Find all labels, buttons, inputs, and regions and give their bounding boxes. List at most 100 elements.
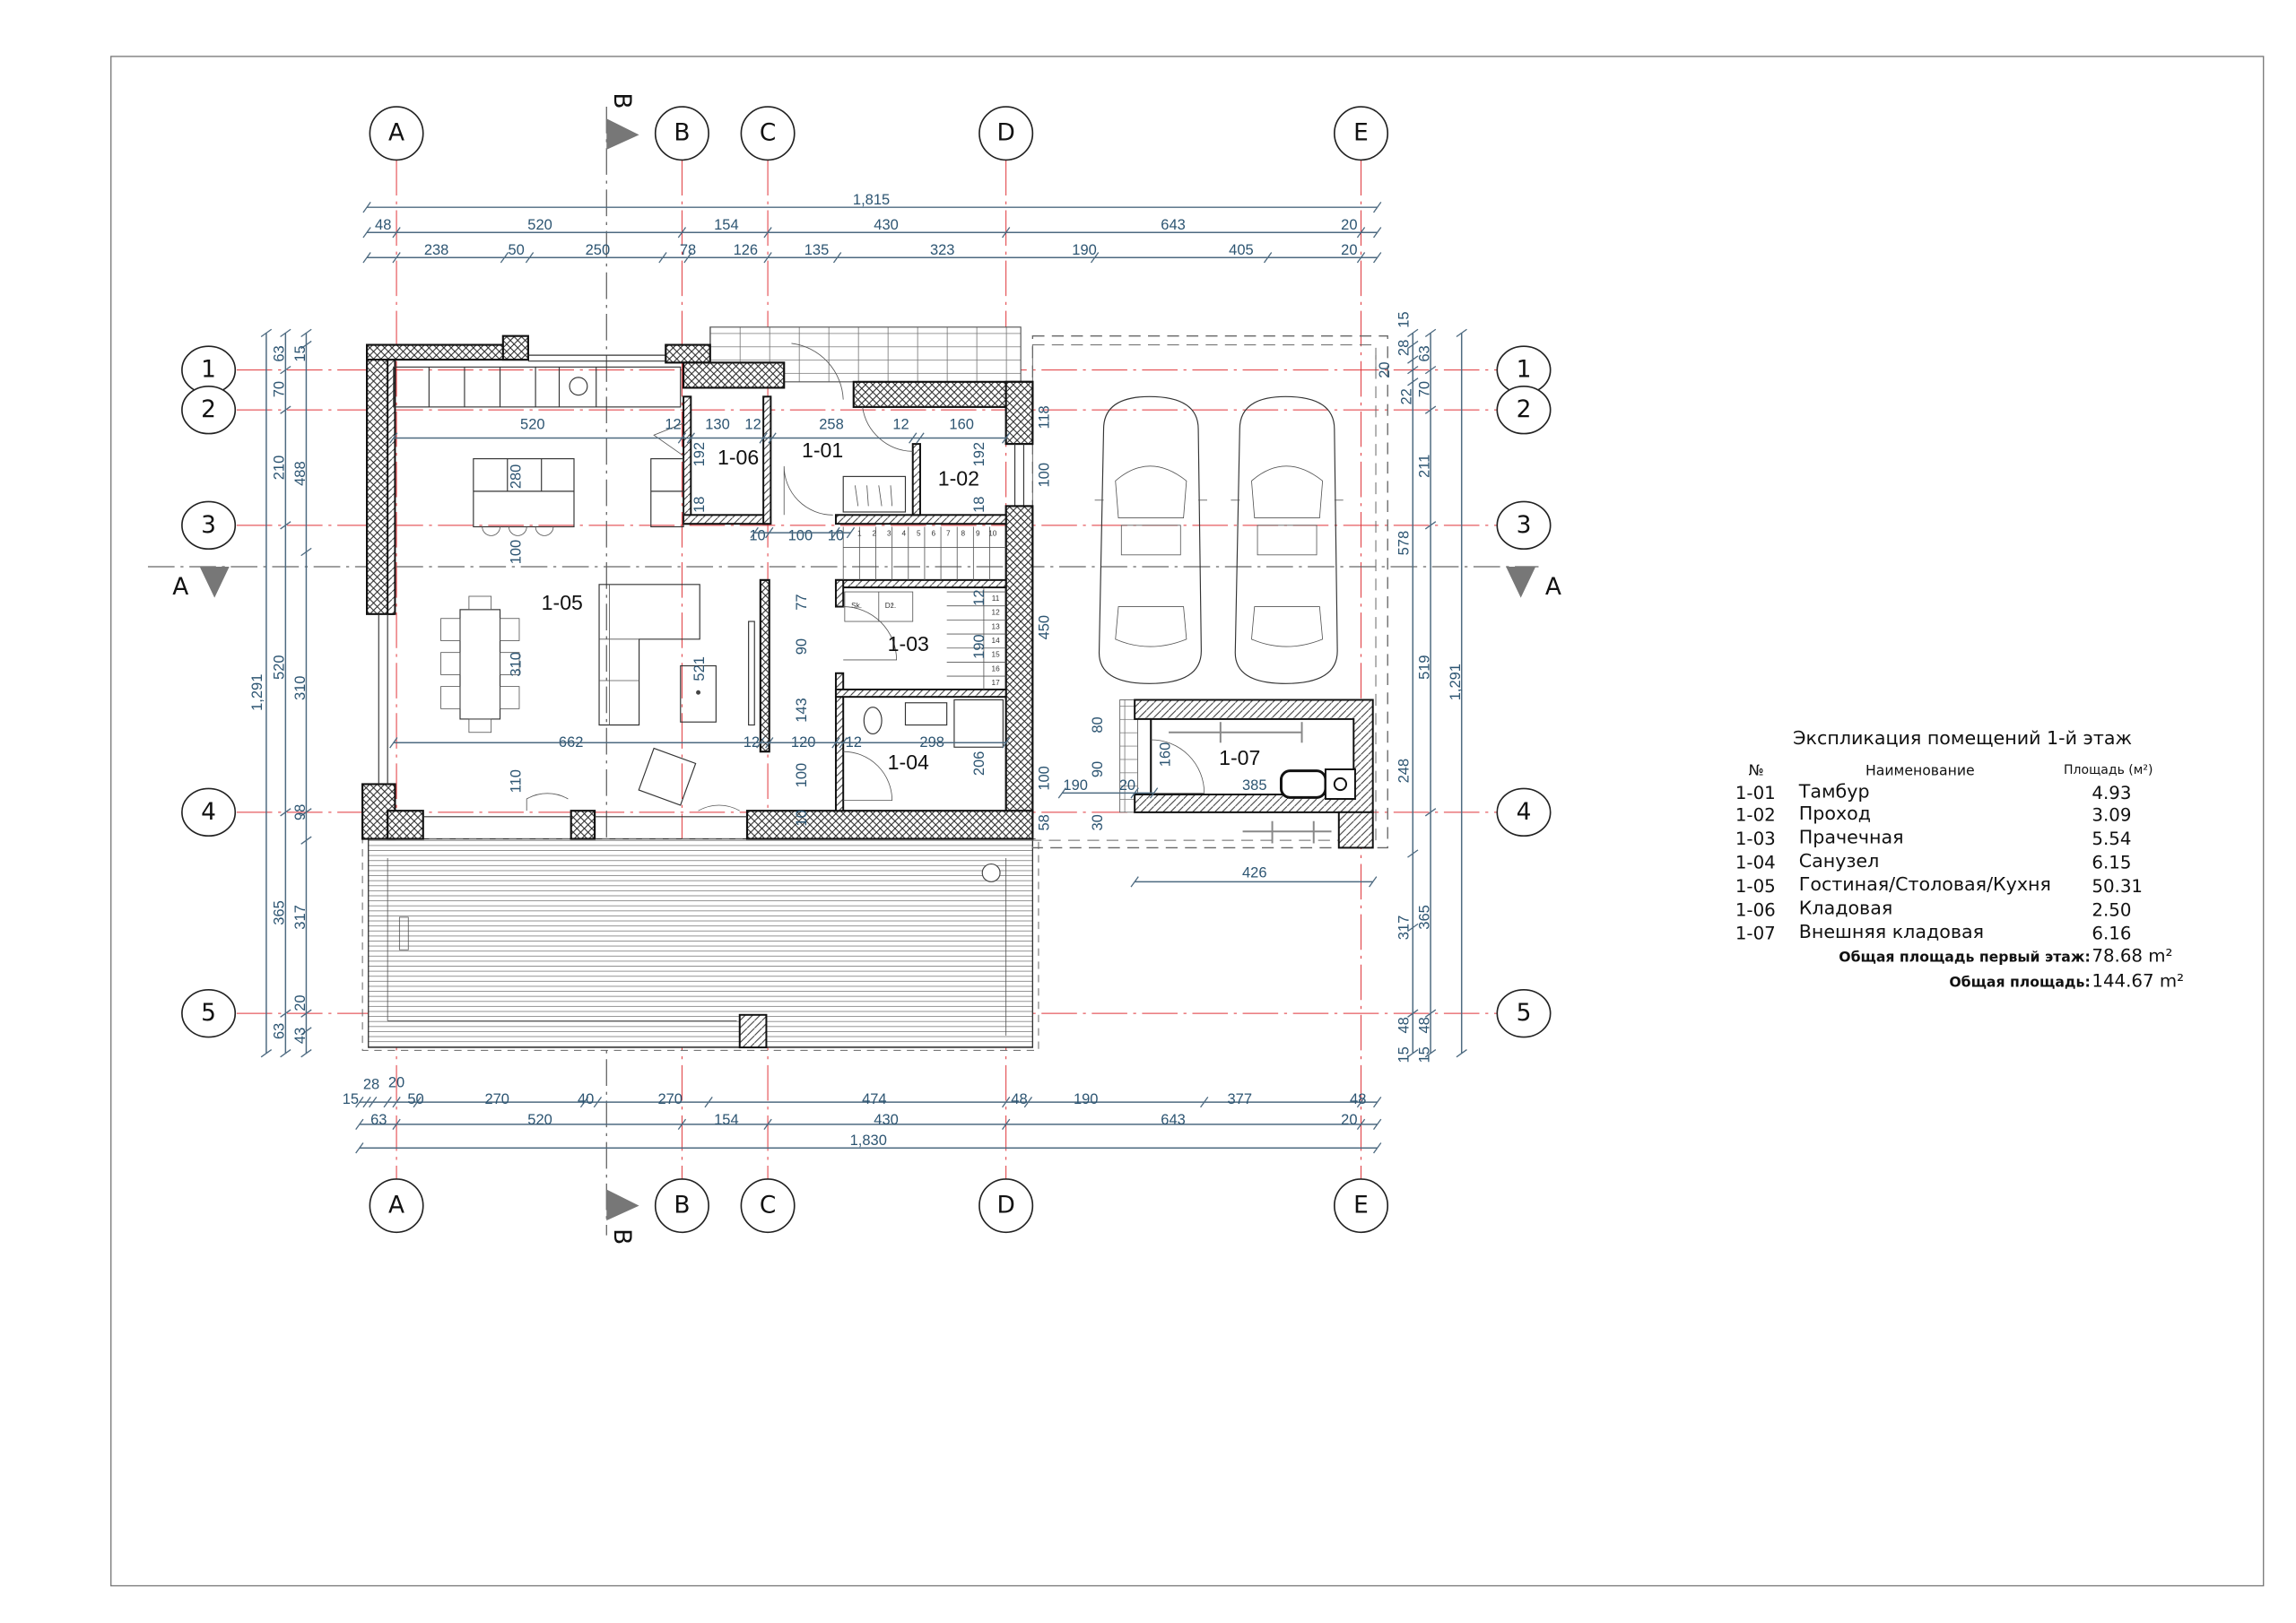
dimension-label: 190 [1072, 242, 1097, 258]
room-number: 1-02 [1735, 805, 1776, 826]
dimension-label: 143 [794, 698, 810, 723]
stair-step-number: 16 [992, 664, 1001, 673]
grid-bubble [1334, 106, 1389, 161]
dimension-label: 12 [665, 417, 681, 433]
dimension-label: 317 [1396, 916, 1412, 941]
grid-bubble [978, 1178, 1034, 1234]
grid-bubble [1496, 988, 1552, 1038]
room-name: Кладовая [1799, 898, 1892, 919]
grid-column-label: B [674, 1193, 690, 1219]
door-icon [526, 793, 569, 812]
grid-bubble [1334, 1178, 1389, 1234]
dimension-label: 48 [1011, 1091, 1027, 1107]
section-label: A [172, 574, 188, 601]
dimension-label: 385 [1242, 777, 1267, 794]
grid-row-label: 1 [1517, 357, 1532, 384]
room-tag: 1-04 [888, 751, 929, 774]
dimension-label: 160 [949, 417, 974, 433]
grid-column-label: A [388, 1193, 404, 1219]
dimension-label: 190 [1074, 1091, 1099, 1107]
dimension-label: 521 [691, 656, 708, 681]
grid-row-label: 2 [1517, 396, 1532, 423]
dimension-label: 63 [272, 1023, 288, 1039]
dimension-label: 405 [1229, 242, 1254, 258]
room-tags: 1-011-021-031-041-051-061-07 [542, 438, 1261, 774]
door-icon [843, 606, 898, 661]
room-area: 6.16 [2092, 924, 2131, 944]
room-name: Проход [1799, 803, 1871, 824]
grid-row-label: 2 [201, 396, 216, 423]
dimension-label: 15 [292, 345, 309, 361]
dimension-label: 48 [1350, 1091, 1366, 1107]
column-header-number: № [1749, 762, 1764, 779]
dimension-label: 192 [971, 442, 987, 467]
stair-step-number: 3 [887, 529, 891, 537]
room-schedule: Экспликация помещений 1-й этаж № Наимено… [1735, 727, 2184, 992]
grid-bubble [181, 988, 237, 1038]
dimension-label: 323 [930, 242, 955, 258]
grid-bubble [1496, 787, 1552, 838]
dimension-label: 100 [794, 763, 810, 788]
grid-row-label: 4 [1517, 799, 1532, 826]
dimension-label: 48 [1416, 1017, 1432, 1033]
grid-column-label: D [996, 1193, 1014, 1219]
room-number: 1-06 [1735, 899, 1776, 920]
section-label: B [608, 92, 635, 108]
sink-icon [569, 377, 588, 396]
dimension-label: 12 [744, 417, 761, 433]
storage-label: Dž. [885, 602, 896, 610]
lawn-mower-icon [1279, 768, 1356, 800]
dimension-label: 50 [508, 242, 524, 258]
room-name: Тамбур [1798, 780, 1870, 802]
dimension-label: 63 [370, 1112, 387, 1128]
grid-column-label: E [1353, 1193, 1369, 1219]
room-number: 1-01 [1735, 783, 1776, 803]
dimension-label: 126 [734, 242, 759, 258]
dimension-label: 258 [819, 417, 844, 433]
section-b-top-arrow-icon [606, 118, 639, 150]
room-tag: 1-07 [1219, 746, 1260, 769]
room-number: 1-04 [1735, 853, 1776, 873]
dimension-label: 48 [1396, 1017, 1412, 1033]
grid-column-label: C [760, 120, 776, 147]
dimension-label: 20 [292, 994, 309, 1011]
dimension-label: 20 [1119, 777, 1135, 794]
dimension-label: 100 [509, 540, 525, 565]
room-number: 1-05 [1735, 876, 1776, 897]
dimension-label: 12 [892, 417, 909, 433]
grid-column-label: C [760, 1193, 776, 1219]
stair-step-number: 13 [992, 622, 1001, 630]
grid-column-label: A [388, 120, 404, 147]
dimension-label: 450 [1036, 615, 1052, 640]
dimension-label: 130 [705, 417, 730, 433]
grid-bubble [654, 1178, 709, 1234]
section-a-right-arrow-icon [1506, 567, 1536, 598]
dimension-label: 154 [714, 217, 739, 233]
room-area: 5.54 [2092, 829, 2131, 849]
dimension-label: 77 [794, 594, 810, 610]
schedule-row: 1-01 Тамбур 4.93 [1735, 780, 2132, 803]
sheet-frame [110, 56, 2265, 1587]
grid-bubble [181, 500, 237, 551]
dimension-label: 248 [1396, 759, 1412, 784]
dimension-label: 643 [1161, 217, 1186, 233]
dimension-label: 70 [1416, 381, 1432, 397]
room-area: 4.93 [2092, 783, 2131, 803]
grid-column-label: E [1353, 120, 1369, 147]
dimension-label: 20 [1377, 361, 1393, 378]
dimension-label: 118 [1036, 405, 1052, 429]
dimension-label: 190 [971, 634, 987, 659]
dimension-label: 310 [292, 676, 309, 701]
stair-step-number: 6 [932, 529, 936, 537]
dimension-label: 154 [714, 1112, 739, 1128]
grid-row-label: 3 [201, 512, 216, 539]
dimension-label: 430 [874, 1112, 899, 1128]
dimension-label: 190 [1063, 777, 1088, 794]
door-icon [653, 422, 684, 456]
stair-step-number: 2 [873, 529, 877, 537]
car-icon [1231, 395, 1344, 684]
